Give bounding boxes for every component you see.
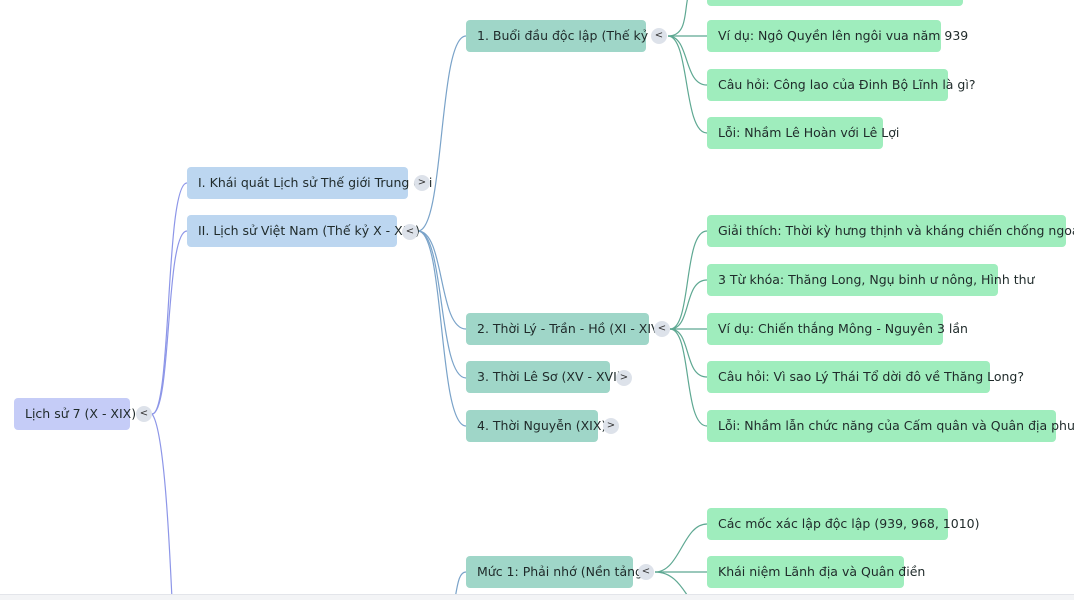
node-l3-b-4[interactable]: Câu hỏi: Vì sao Lý Thái Tổ dời đô về Thă… [707,361,1024,393]
edge-a-2 [667,35,708,86]
node-l2-nguyen[interactable]: 4. Thời Nguyễn (XIX) [466,410,606,442]
node-l3-b-1[interactable]: Giải thích: Thời kỳ hưng thịnh và kháng … [707,215,1074,247]
edge-l1-l2-4 [417,230,467,427]
edge-b-5 [669,328,708,427]
edge-l1-l2-1 [417,35,467,232]
l2-ly-tran-ho-collapse-toggle[interactable]: < [654,321,670,337]
node-l1-world-history[interactable]: I. Khái quát Lịch sử Thế giới Trung đại [187,167,432,199]
node-l3-b-5[interactable]: Lỗi: Nhầm lẫn chức năng của Cấm quân và … [707,410,1074,442]
edge-a-3 [667,35,708,134]
edge-b-2 [669,279,708,330]
node-l2-ly-tran-ho[interactable]: 2. Thời Lý - Trần - Hồ (XI - XIV) [466,313,664,345]
root-collapse-toggle[interactable]: < [136,406,152,422]
edge-l1-l2-3 [417,230,467,379]
l2-muc-1-collapse-toggle[interactable]: < [638,564,654,580]
node-l1-vietnam-history[interactable]: II. Lịch sử Việt Nam (Thế kỷ X - XIX) [187,215,420,247]
edge-a-0 [667,0,688,37]
edge-b-1 [669,230,708,330]
node-l3-c-1[interactable]: Các mốc xác lập độc lập (939, 968, 1010) [707,508,980,540]
edge-root-l1-1 [151,182,188,415]
edge-root-l1-2 [151,230,188,415]
edge-l1-l2-2 [417,230,467,330]
node-l3-a-hidden[interactable] [707,0,963,6]
root-node[interactable]: Lịch sử 7 (X - XIX) [14,398,136,430]
bottom-toolbar-edge [0,594,1074,600]
l2-nguyen-expand-toggle[interactable]: > [603,418,619,434]
node-l3-b-3[interactable]: Ví dụ: Chiến thắng Mông - Nguyên 3 lần [707,313,968,345]
edge-root-l1-3 [151,413,173,599]
node-l3-c-2[interactable]: Khái niệm Lãnh địa và Quân điền [707,556,925,588]
node-l3-a-1[interactable]: Ví dụ: Ngô Quyền lên ngôi vua năm 939 [707,20,968,52]
node-l2-buoi-dau[interactable]: 1. Buổi đầu độc lập (Thế kỷ X) [466,20,666,52]
node-l2-muc-1[interactable]: Mức 1: Phải nhớ (Nền tảng) [466,556,648,588]
l1-vietnam-history-collapse-toggle[interactable]: < [402,224,418,240]
edge-b-4 [669,328,708,378]
node-l3-a-2[interactable]: Câu hỏi: Công lao của Đinh Bộ Lĩnh là gì… [707,69,975,101]
node-l3-b-2[interactable]: 3 Từ khóa: Thăng Long, Ngụ binh ư nông, … [707,264,1034,296]
l1-world-history-expand-toggle[interactable]: > [414,175,430,191]
l2-buoi-dau-collapse-toggle[interactable]: < [651,28,667,44]
node-l2-le-so[interactable]: 3. Thời Lê Sơ (XV - XVI) [466,361,622,393]
l2-le-so-expand-toggle[interactable]: > [616,370,632,386]
edge-c-1 [654,523,708,573]
node-l3-a-3[interactable]: Lỗi: Nhầm Lê Hoàn với Lê Lợi [707,117,899,149]
